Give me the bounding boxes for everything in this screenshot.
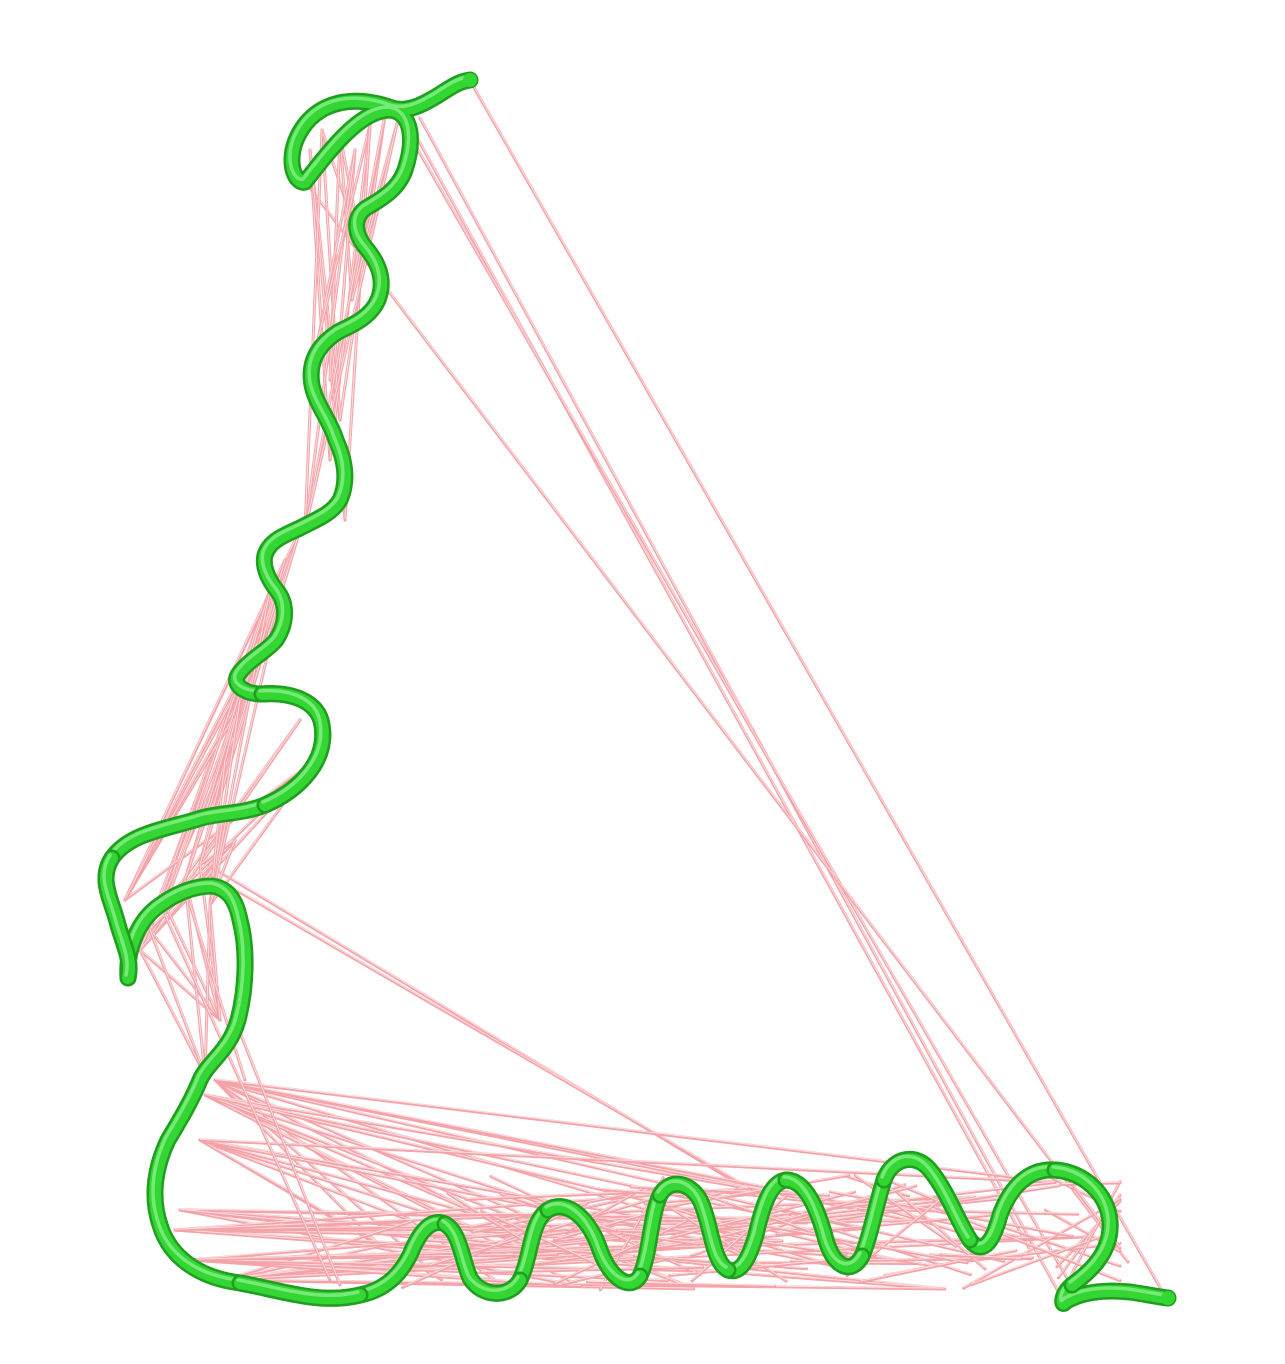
- contact-line: [858, 1260, 959, 1284]
- contact-line: [303, 128, 324, 532]
- backbone-tube: [97, 71, 1177, 1312]
- backbone-body: [100, 74, 1174, 1310]
- helix-turn-shade: [1046, 1161, 1119, 1294]
- contact-line: [223, 1278, 947, 1291]
- contact-line: [188, 903, 247, 1082]
- contact-line: [418, 116, 1062, 1297]
- contact-line: [123, 558, 287, 902]
- contact-line: [621, 1232, 701, 1246]
- contact-line: [163, 588, 272, 907]
- contact-line: [470, 82, 1167, 1298]
- helix-turn-shine: [782, 1175, 862, 1266]
- helix-turn-shine: [102, 853, 129, 977]
- contact-line: [198, 1138, 1057, 1184]
- contact-line: [183, 878, 207, 1077]
- helix-front-strands: [97, 685, 1119, 1307]
- contact-line: [198, 628, 272, 867]
- contact-line: [856, 1207, 1080, 1216]
- contact-line: [138, 948, 207, 1077]
- contact-line: [939, 1253, 1023, 1261]
- contact-line: [553, 1219, 688, 1286]
- contact-line: [208, 873, 772, 1202]
- contact-line: [831, 1248, 934, 1268]
- contact-line: [203, 1093, 750, 1190]
- contact-line: [203, 1093, 895, 1261]
- helix-turn-body: [234, 1277, 366, 1305]
- helix-turn-shine: [258, 688, 323, 804]
- contact-line: [853, 1173, 958, 1248]
- contact-line: [148, 928, 207, 1077]
- backbone-n-terminus: [463, 73, 477, 87]
- contact-line: [408, 123, 1032, 1252]
- contact-line: [163, 913, 332, 1282]
- contact-line: [717, 1190, 857, 1228]
- contact-line: [446, 1192, 529, 1245]
- contact-line: [298, 173, 1130, 1264]
- helix-turn-shine: [544, 1201, 640, 1282]
- helix-turn-shine: [1051, 1165, 1110, 1284]
- contact-line: [203, 903, 212, 1077]
- contact-line: [427, 1186, 690, 1268]
- contact-line: [745, 1221, 969, 1265]
- backbone-c-terminus: [1161, 1291, 1175, 1305]
- contact-line: [393, 108, 1077, 1294]
- helix-turn-shine: [441, 1219, 520, 1292]
- helix-turn-shine: [236, 1278, 360, 1298]
- helix-turn-shine: [880, 1154, 970, 1239]
- contact-line: [233, 1018, 342, 1287]
- backbone-highlight: [102, 75, 1168, 1303]
- contact-line: [208, 588, 272, 907]
- helix-turn-shine: [656, 1179, 728, 1269]
- contact-line: [316, 123, 372, 342]
